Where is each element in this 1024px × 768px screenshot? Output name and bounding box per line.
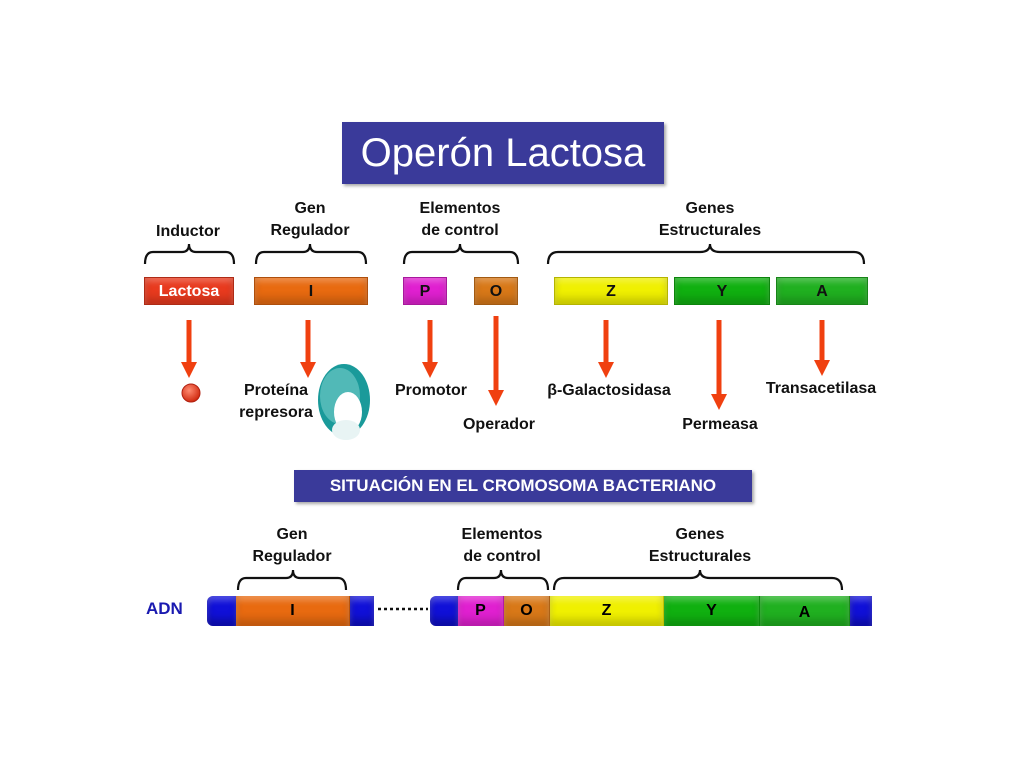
label-operador: Operador [462,416,535,433]
label-permeasa: Permeasa [682,416,758,433]
bar-gene-a: A [776,277,868,305]
dna-segment-z: Z [550,596,664,626]
dna-segment-i: I [236,596,350,626]
dna-segment-o: O [504,596,550,626]
bar-gene-z-label: Z [606,283,616,300]
dna-segment-o-label: O [520,602,533,619]
bar-lactosa-label: Lactosa [158,283,220,300]
label-promotor: Promotor [395,382,467,399]
bar-operator: O [474,277,518,305]
label-genes-estructurales: Genes Estructurales [658,200,762,239]
label-elementos-control: Elementos de control [419,200,501,239]
bar-gene-y-label: Y [716,283,728,300]
dna-segment-p: P [458,596,504,626]
bottom-brace-gen-regulador [236,569,348,591]
repressor-protein [318,364,370,440]
dna-end-left-2 [430,596,458,626]
bar-lactosa: Lactosa [144,277,234,305]
bar-gene-a-label: A [816,283,828,300]
bar-gene-i-label: I [308,283,314,300]
label-inductor: Inductor [156,223,220,240]
bar-gene-i: I [254,277,368,305]
brace-elementos-control [402,243,520,265]
label-proteina-represora: Proteína represora [239,382,313,421]
bottom-label-gen-regulador: Gen Regulador [252,526,332,565]
bottom-brace-elementos-control [456,569,550,591]
label-transacetilasa: Transacetilasa [765,380,877,397]
label-beta-galactosidasa: β-Galactosidasa [547,382,671,399]
bottom-label-elementos-control: Elementos de control [461,526,543,565]
dna-segment-a-label: A [798,604,811,621]
adn-label: ADN [146,599,183,618]
brace-gen-regulador [254,243,368,265]
bottom-label-genes-estructurales: Genes Estructurales [648,526,752,565]
dna-end-right-1 [350,596,374,626]
label-gen-regulador: Gen Regulador [270,200,350,239]
bar-operator-label: O [489,283,503,300]
bar-gene-y: Y [674,277,770,305]
subtitle-cromosoma: SITUACIÓN EN EL CROMOSOMA BACTERIANO [294,470,752,502]
bar-promoter: P [403,277,447,305]
dna-end-left-1 [207,596,237,626]
dna-end-right-2 [850,596,872,626]
brace-genes-estructurales [546,243,866,265]
inductor-molecule [181,383,201,403]
dna-segment-y: Y [664,596,760,626]
bar-promoter-label: P [419,283,431,300]
dna-segment-a: A [760,596,850,626]
dna-segment-p-label: P [475,602,486,619]
diagram-title: Operón Lactosa [342,122,664,184]
bar-gene-z: Z [554,277,668,305]
dna-segment-i-label: I [290,602,295,619]
bottom-brace-genes-estructurales [552,569,844,591]
dna-segment-z-label: Z [601,602,612,619]
brace-inductor [143,243,236,265]
dna-segment-y-label: Y [706,602,717,619]
